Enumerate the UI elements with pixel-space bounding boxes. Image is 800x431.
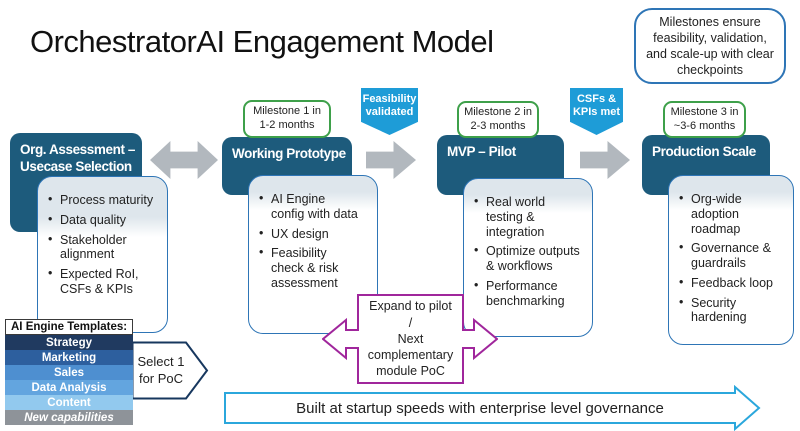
feasibility-validated-banner: Feasibility validated [361,88,418,135]
governance-arrow-label: Built at startup speeds with enterprise … [296,399,664,417]
bullet-item: Data quality [48,212,159,228]
bullet-item: Performance benchmarking [474,278,580,309]
flow-arrow-icon [366,141,416,179]
bullet-list: Org-wide adoption roadmap Governance & g… [669,176,793,325]
bullet-item: Feasibility check & risk assessment [259,245,361,290]
template-row-new-capabilities: New capabilities [5,410,133,425]
milestone-1-pill: Milestone 1 in 1-2 months [243,100,331,138]
expand-callout-line: Expand to pilot [369,299,452,314]
banner-text: Feasibility [362,93,417,105]
stage-title-line: Working Prototype [232,146,346,161]
expand-callout-line: complementary [367,348,454,363]
banner-text: KPIs met [572,106,621,119]
bullet-item: Real world testing & integration [474,194,580,239]
expand-callout-shape [322,294,498,384]
bullet-list: Process maturity Data quality Stakeholde… [38,177,167,297]
template-row-content: Content [5,395,133,410]
template-row-marketing: Marketing [5,350,133,365]
milestones-note-text: Milestones ensure feasibility, validatio… [646,14,774,78]
bullet-item: UX design [259,226,361,242]
expand-callout-line: module PoC [376,364,445,379]
stage-title-line: Usecase Selection [20,158,132,174]
stage-card-mvp-pilot: Real world testing & integration Optimiz… [463,178,593,337]
ai-engine-templates-table: AI Engine Templates: Strategy Marketing … [5,319,133,425]
stage-title-line: Production Scale [652,144,756,159]
banner-text: validated [365,106,414,119]
expand-callout-line: / [408,315,413,330]
page-title: OrchestratorAI Engagement Model [30,24,494,59]
milestone-text: Milestone 1 in [253,105,321,118]
expand-callout-line: Next [397,331,424,346]
banner-text: CSFs & [576,93,617,105]
stage-title-line: MVP – Pilot [447,144,516,159]
stage-card-production-scale: Org-wide adoption roadmap Governance & g… [668,175,794,345]
csfs-kpis-met-banner: CSFs & KPIs met [570,88,623,135]
select-poc-line: Select 1 [137,353,185,369]
bullet-item: Governance & guardrails [679,240,785,271]
bullet-item: Stakeholder alignment [48,232,159,263]
milestone-2-pill: Milestone 2 in 2-3 months [457,101,539,138]
flow-arrow-icon [580,141,630,179]
bullet-list: Real world testing & integration Optimiz… [464,179,592,308]
template-row-sales: Sales [5,365,133,380]
milestone-text: Milestone 2 in [464,105,532,118]
templates-table-header: AI Engine Templates: [5,319,133,335]
template-row-strategy: Strategy [5,335,133,350]
select-poc-line: for PoC [138,370,184,386]
bullet-item: Optimize outputs & workflows [474,243,580,274]
stage-title-line: Org. Assessment – [20,142,136,157]
bullet-item: Org-wide adoption roadmap [679,191,785,236]
stage-card-working-prototype: AI Engine config with data UX design Fea… [248,175,378,334]
bullet-item: Security hardening [679,295,785,326]
bullet-item: Feedback loop [679,275,785,291]
select-poc-label: Select 1 for PoC [132,342,190,399]
template-row-data-analysis: Data Analysis [5,380,133,395]
expand-callout-label: Expand to pilot / Next complementary mod… [358,297,463,381]
double-arrow-icon [150,141,218,179]
milestones-note: Milestones ensure feasibility, validatio… [634,8,786,84]
bullet-item: Expected RoI, CSFs & KPIs [48,266,159,297]
milestone-text: Milestone 3 in [670,105,739,118]
governance-arrow-shape [224,385,761,431]
bullet-item: AI Engine config with data [259,191,361,222]
stage-card-org-assessment: Process maturity Data quality Stakeholde… [37,176,168,333]
milestone-text: ~3-6 months [673,119,736,132]
bullet-item: Process maturity [48,192,159,208]
milestone-text: 2-3 months [470,119,526,132]
milestone-3-pill: Milestone 3 in ~3-6 months [663,101,746,138]
bullet-list: AI Engine config with data UX design Fea… [249,176,377,291]
milestone-text: 1-2 months [259,119,315,131]
